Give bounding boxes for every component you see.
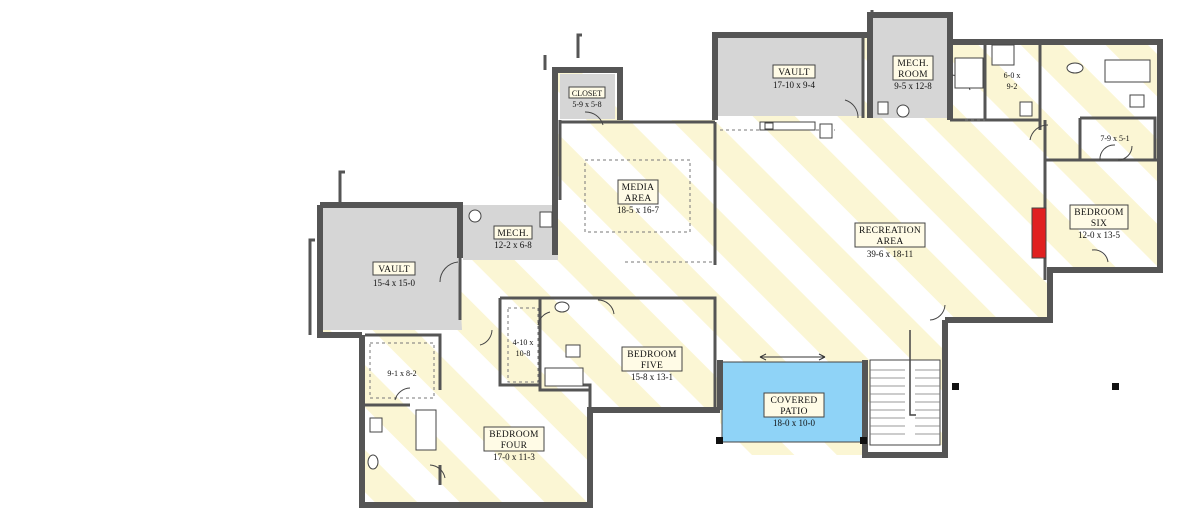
kitchen-counter [759, 121, 816, 131]
mech-room-title: MECH. [897, 59, 928, 69]
mech-equipment-icon [896, 104, 910, 118]
column-markers [716, 383, 1119, 444]
four-bath-tub [415, 409, 437, 451]
media-title2: AREA [624, 194, 651, 204]
closet-four-dims: 9-1 x 8-2 [387, 369, 416, 378]
patio-dims: 18-0 x 10-0 [773, 418, 815, 428]
fireplace [1031, 207, 1047, 259]
closet-five-dims: 4-10 x [513, 338, 534, 347]
staircase [869, 330, 941, 446]
recreation-dims: 39-6 x 18-11 [867, 249, 913, 259]
mech-box-icon [877, 101, 889, 115]
room-label-closet: CLOSET 5-9 x 5-8 [568, 86, 606, 109]
room-label-closet-five: 4-10 x 10-8 [513, 338, 534, 358]
water-heater-icon [468, 209, 482, 223]
bedroom-five-dims: 15-8 x 13-1 [631, 372, 673, 382]
bedroom-four-dims: 17-0 x 11-3 [493, 452, 535, 462]
interior-walls [365, 38, 1160, 485]
room-label-media: MEDIA AREA 18-5 x 16-7 [617, 179, 659, 215]
room-label-vault-left: VAULT 15-4 x 15-0 [372, 261, 416, 288]
bedroom-four-title2: FOUR [501, 441, 528, 451]
four-bath-sink [367, 454, 379, 470]
bedroom-five-title: BEDROOM [627, 350, 677, 360]
sliding-door-arrow [759, 353, 826, 361]
closet-title: CLOSET [572, 89, 602, 98]
five-bath-toilet [565, 344, 581, 358]
room-label-closet-four: 9-1 x 8-2 [387, 369, 416, 378]
room-label-mech-left: MECH. 12-2 x 6-8 [493, 225, 533, 250]
top-bath-shower [954, 57, 984, 89]
five-bath-sink [554, 301, 570, 313]
closet-six-dims: 7-9 x 5-1 [1100, 134, 1129, 143]
vault-top-title: VAULT [778, 68, 810, 78]
bedroom-six-title2: SIX [1091, 219, 1107, 229]
room-label-closet-six: 7-9 x 5-1 [1100, 134, 1129, 143]
vault-left-dims: 15-4 x 15-0 [373, 278, 415, 288]
bath-top-dims: 6-0 x [1004, 71, 1021, 80]
mech-room-title2: ROOM [898, 70, 928, 80]
room-label-vault-top: VAULT 17-10 x 9-4 [772, 64, 816, 90]
room-label-mech-room: MECH. ROOM 9-5 x 12-8 [892, 55, 934, 91]
mech-left-dims: 12-2 x 6-8 [494, 240, 532, 250]
bedroom-four-title: BEDROOM [489, 430, 539, 440]
six-bath-sink [1066, 62, 1084, 74]
six-bath-toilet [1129, 94, 1145, 108]
bedroom-six-title: BEDROOM [1074, 208, 1124, 218]
media-title: MEDIA [622, 183, 655, 193]
fixtures [367, 44, 1151, 470]
top-bath-toilet [1019, 101, 1033, 117]
top-bath-vanity [991, 44, 1015, 66]
mech-left-title: MECH. [497, 229, 528, 239]
patio-title2: PATIO [780, 407, 808, 417]
room-label-bath-top: 6-0 x 9-2 [1004, 71, 1021, 91]
room-label-bedroom-six: BEDROOM SIX 12-0 x 13-5 [1069, 204, 1129, 240]
vault-left-title: VAULT [378, 265, 410, 275]
kitchen-sink [764, 122, 774, 130]
closet-five-dims2: 10-8 [516, 349, 531, 358]
room-label-recreation: RECREATION AREA 39-6 x 18-11 [854, 222, 926, 259]
room-label-patio: COVERED PATIO 18-0 x 10-0 [763, 392, 825, 428]
bedroom-six-dims: 12-0 x 13-5 [1078, 230, 1120, 240]
room-label-bedroom-five: BEDROOM FIVE 15-8 x 13-1 [621, 346, 683, 382]
six-bath-tub [1104, 59, 1151, 83]
appliance [819, 123, 833, 139]
closet-dims: 5-9 x 5-8 [572, 100, 601, 109]
recreation-title2: AREA [876, 237, 903, 247]
five-bath-tub [544, 367, 584, 387]
exterior-stubs [308, 10, 874, 335]
room-label-bedroom-four: BEDROOM FOUR 17-0 x 11-3 [483, 426, 545, 462]
bedroom-five-title2: FIVE [641, 361, 663, 371]
media-dims: 18-5 x 16-7 [617, 205, 659, 215]
ceiling-outlines [369, 119, 985, 399]
patio-title: COVERED [771, 396, 818, 406]
recreation-title: RECREATION [859, 226, 921, 236]
mech-room-dims: 9-5 x 12-8 [894, 81, 932, 91]
panel-icon [539, 211, 553, 228]
vault-top-dims: 17-10 x 9-4 [773, 80, 815, 90]
bath-top-dims2: 9-2 [1007, 82, 1018, 91]
four-bath-toilet [369, 417, 383, 433]
